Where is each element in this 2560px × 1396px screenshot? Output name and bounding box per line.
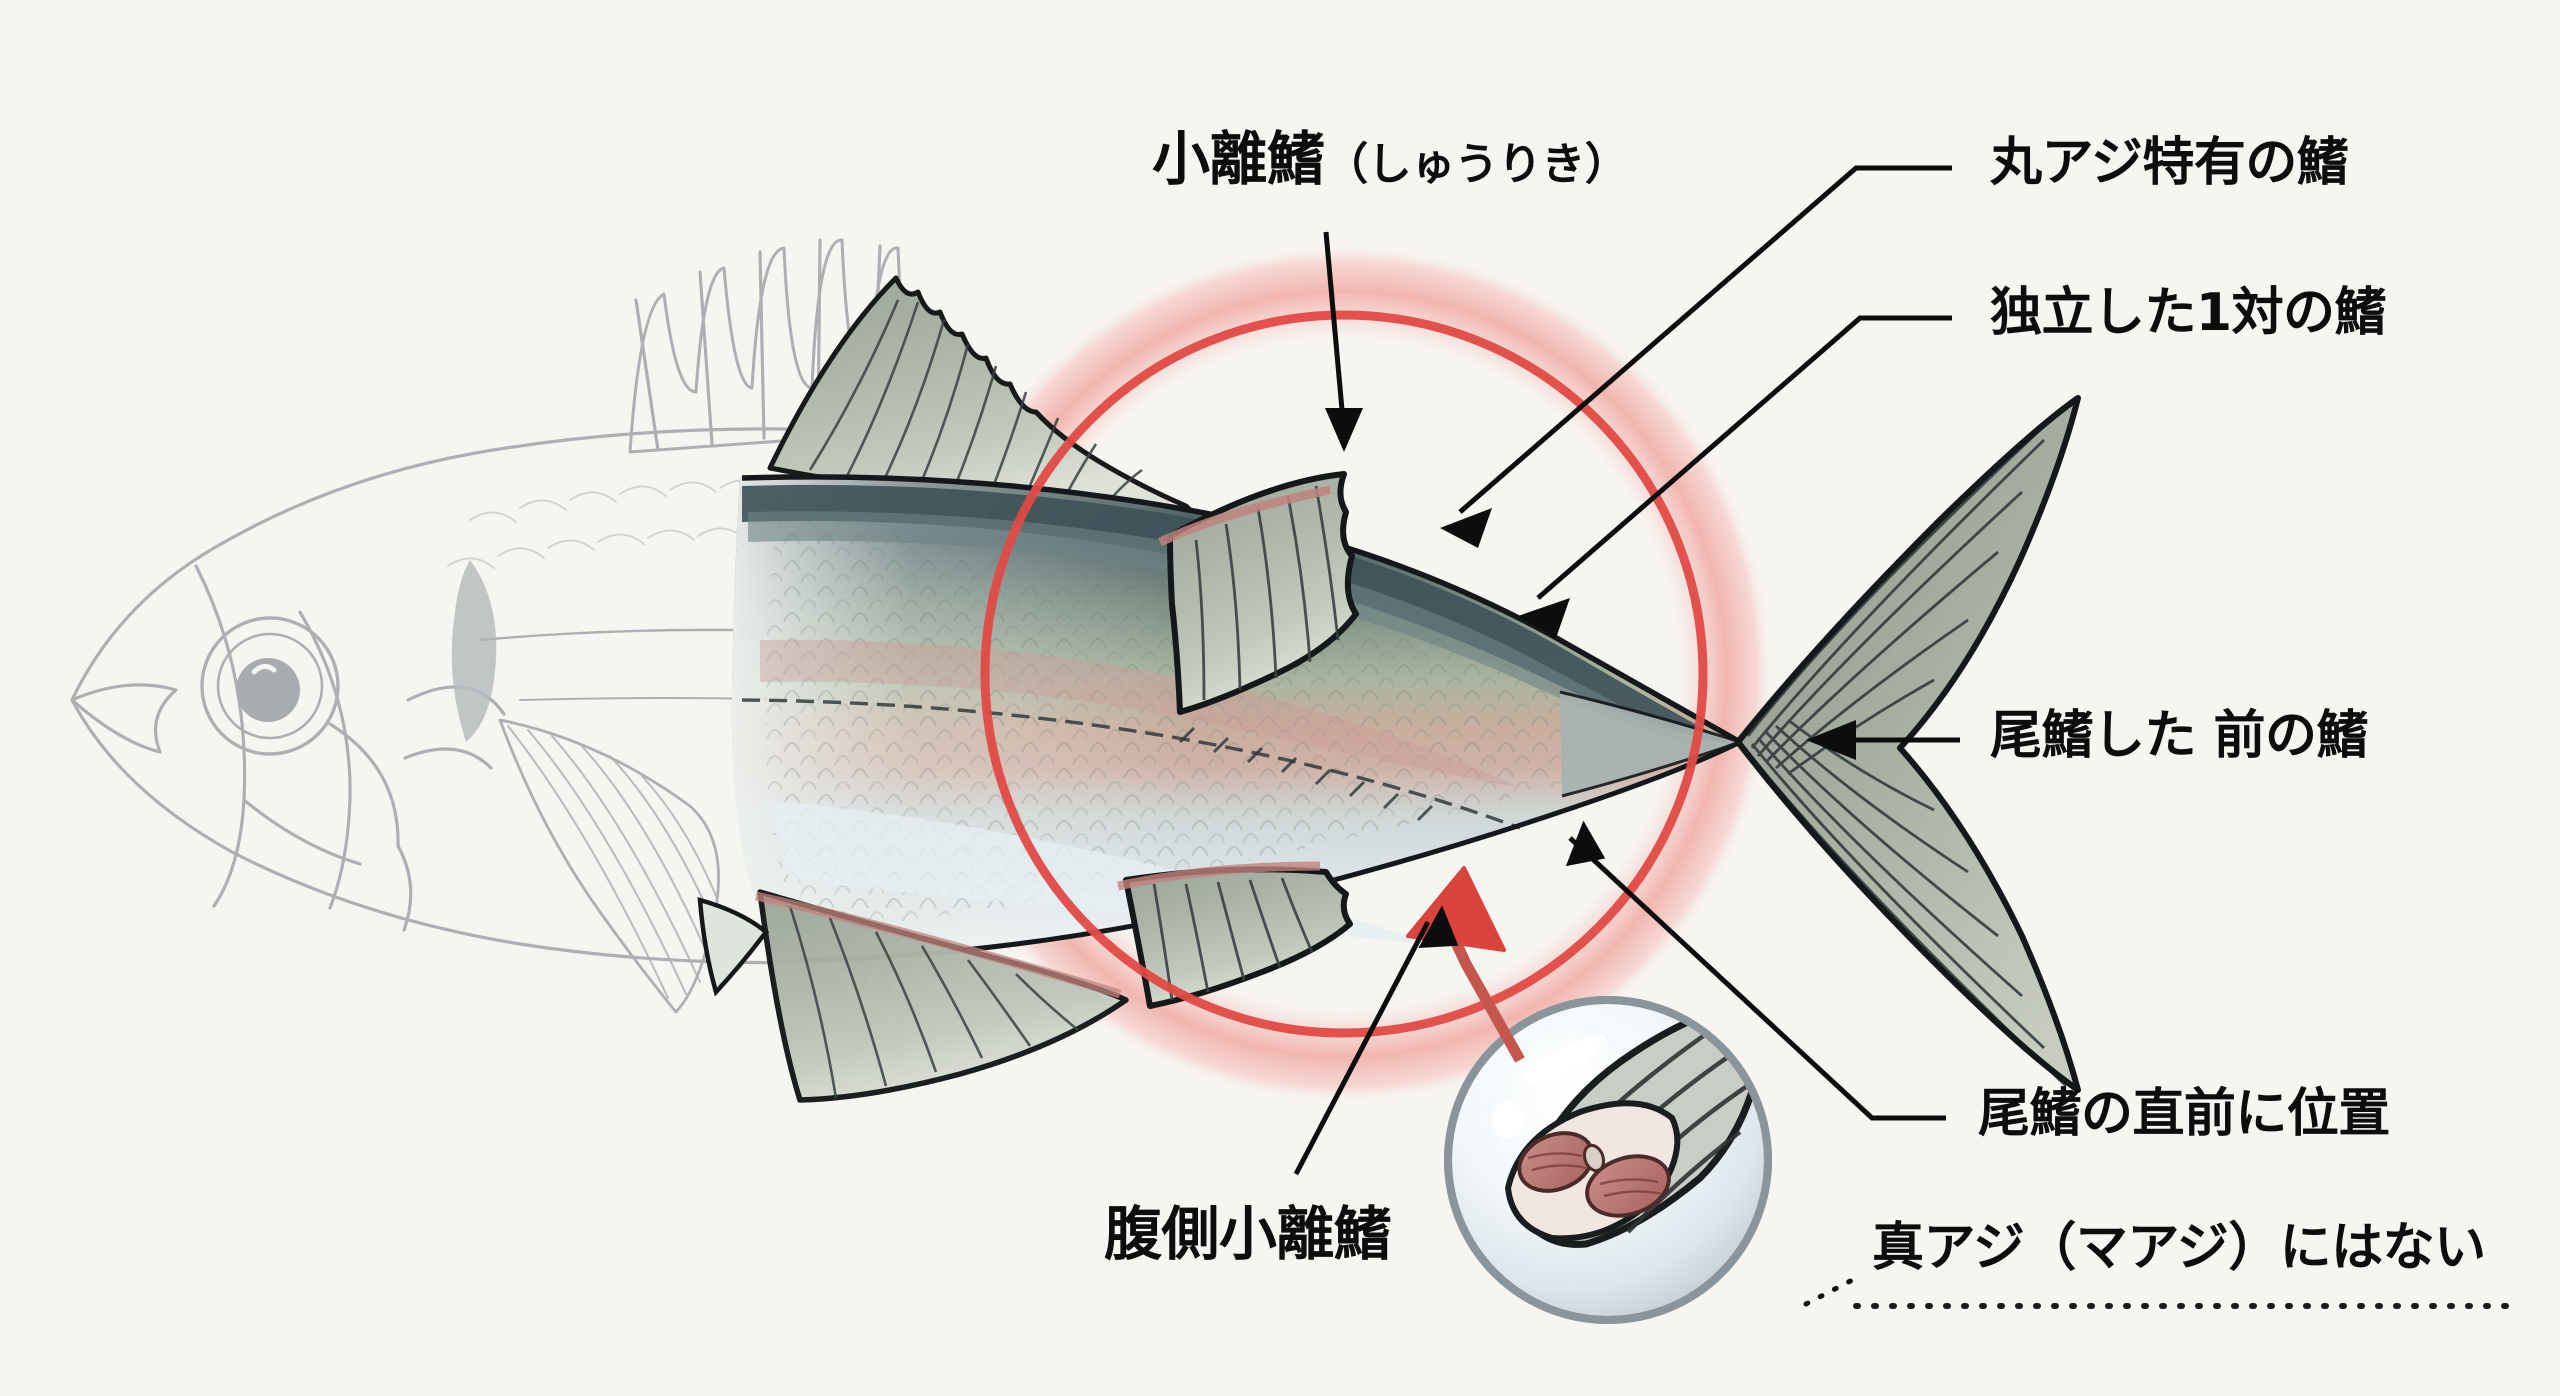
label-absent-in-maaji: 真アジ（マアジ）にはない — [1872, 1218, 2486, 1278]
fish-ghost-outline — [70, 238, 941, 1062]
leader-top-right-2 — [1536, 315, 1952, 600]
label-maruaji-unique-fin: 丸アジ特有の鰭 — [1990, 133, 2349, 193]
label-ventral-finlet: 腹側小離鰭 — [1104, 1200, 1392, 1268]
red-highlight-circle — [980, 310, 1708, 1038]
label-shuriki: 小離鰭（しゅうりき） — [1152, 125, 1629, 193]
leader-arrowheads — [1325, 408, 1856, 948]
dotted-connector — [1803, 1273, 1863, 1307]
label-located-just-before-caudal: 尾鰭の直前に位置 — [1978, 1084, 2390, 1144]
label-fin-before-tail: 尾鰭した 前の鰭 — [1990, 706, 2368, 766]
leader-bottom-left — [1293, 920, 1431, 1176]
label-independent-pair-fin: 独立した1対の鰭 — [1990, 283, 2387, 343]
leader-top-right-1 — [1458, 165, 1952, 514]
magnifier-bubble — [1444, 996, 1772, 1324]
fish-colored-body — [697, 275, 2081, 1103]
leader-low-right — [1568, 836, 1946, 1121]
leader-top-center — [1323, 231, 1347, 433]
